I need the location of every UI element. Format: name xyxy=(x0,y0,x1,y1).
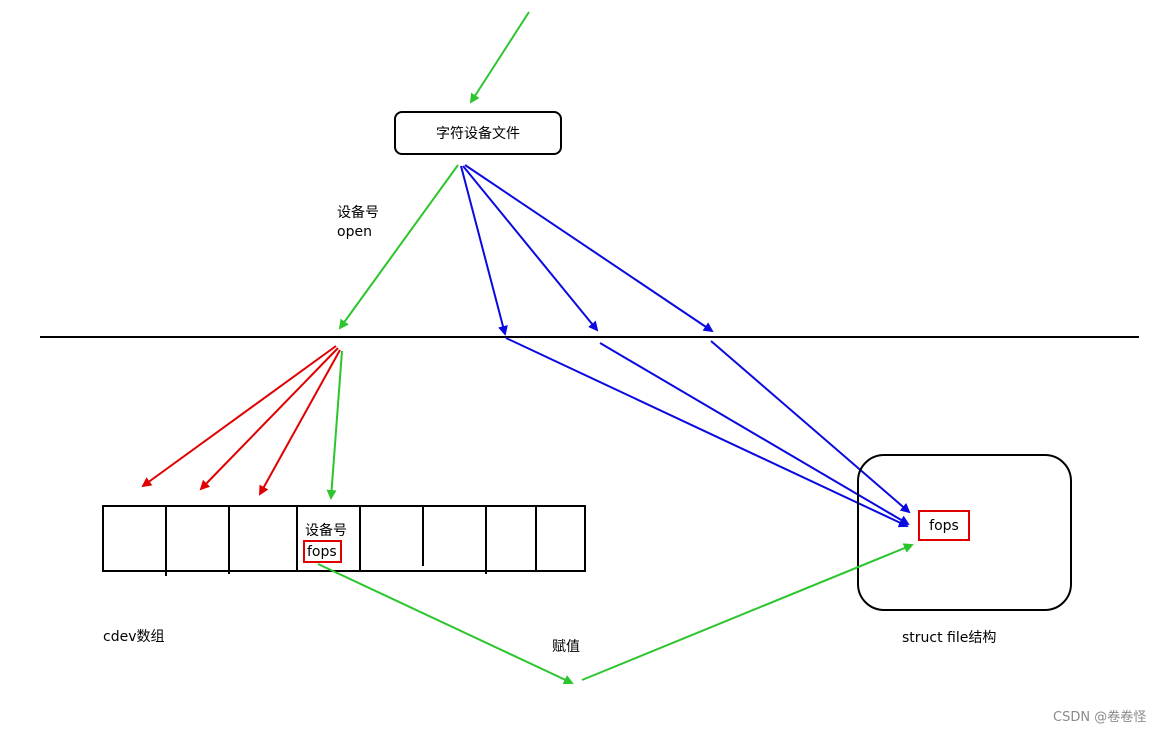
red-arrow-3 xyxy=(259,349,341,496)
char-device-file-label: 字符设备文件 xyxy=(436,126,520,142)
red-arrow-2 xyxy=(199,347,339,491)
char-device-file-node: 字符设备文件 xyxy=(394,111,562,155)
cdev-select-arrow xyxy=(326,350,343,500)
watermark: CSDN @卷卷怪 xyxy=(1053,710,1147,725)
cdev-array xyxy=(102,505,586,576)
struct-file-box xyxy=(857,454,1072,611)
cdev-array-label: cdev数组 xyxy=(103,629,165,645)
assign-arrow-in xyxy=(581,543,914,681)
blue-arrow-3 xyxy=(464,164,714,333)
blue-arrow-1 xyxy=(460,165,508,336)
struct-file-fops-box: fops xyxy=(918,510,970,541)
blue-arrow-6 xyxy=(710,340,911,514)
device-number-label: 设备号 xyxy=(337,205,379,221)
blue-arrow-2 xyxy=(462,165,599,332)
open-label: open xyxy=(337,224,372,240)
blue-arrow-4 xyxy=(505,337,909,528)
assign-label: 赋值 xyxy=(552,639,580,655)
incoming-arrow xyxy=(469,11,530,104)
struct-file-label: struct file结构 xyxy=(902,630,997,646)
open-arrow xyxy=(338,164,459,330)
cdev-device-number-label: 设备号 xyxy=(305,523,347,539)
blue-arrow-5 xyxy=(599,342,910,526)
assign-arrow-out xyxy=(317,563,574,685)
cdev-fops-box: fops xyxy=(303,540,342,563)
red-arrow-1 xyxy=(141,345,337,488)
cdev-fops-label: fops xyxy=(307,543,337,560)
struct-file-fops-label: fops xyxy=(929,517,959,534)
